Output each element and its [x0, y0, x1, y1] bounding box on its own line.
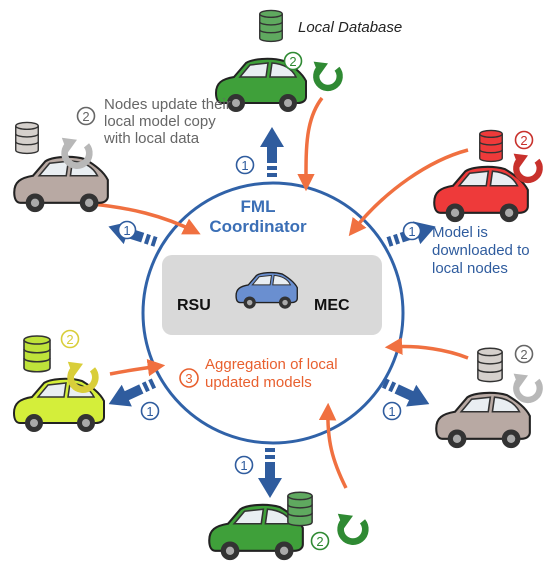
upload-arrow-top — [297, 96, 324, 192]
svg-text:2: 2 — [289, 54, 296, 69]
step-1-top-marker: 1 — [235, 155, 255, 175]
step-2-upper-left-marker: 2 — [76, 106, 96, 126]
step-2-upper-right-marker: 2 — [514, 130, 534, 150]
local-database-label: Local Database — [298, 19, 403, 36]
svg-text:1: 1 — [240, 458, 247, 473]
svg-text:2: 2 — [82, 109, 89, 124]
svg-text:1: 1 — [408, 224, 415, 239]
coordinator-title: FML Coordinator — [209, 197, 307, 236]
step-2-bottom-marker: 2 — [310, 531, 330, 551]
database-bottom-icon — [287, 491, 313, 527]
database-lower-right-icon — [477, 347, 503, 383]
rsu-label: RSU — [177, 297, 211, 314]
upload-arrow-upper-right — [348, 148, 469, 237]
database-upper-left-icon — [14, 121, 40, 155]
step-1-upper-right-marker: 1 — [402, 221, 422, 241]
svg-text:2: 2 — [520, 133, 527, 148]
upload-arrow-bottom — [318, 402, 348, 489]
svg-text:3: 3 — [185, 371, 192, 386]
aggregation-label: Aggregation of local updated models — [205, 356, 338, 391]
cycle-upper-right-icon — [514, 154, 540, 180]
step-2-top-marker: 2 — [283, 51, 303, 71]
download-arrow-top — [260, 127, 284, 177]
step-1-bottom-marker: 1 — [234, 455, 254, 475]
cycle-lower-right-icon — [514, 374, 540, 400]
step-2-lower-right-marker: 2 — [514, 344, 534, 364]
svg-text:1: 1 — [388, 404, 395, 419]
vehicle-upper-right-icon — [433, 165, 529, 224]
step-2-lower-left-marker: 2 — [60, 329, 80, 349]
database-lower-left-icon — [23, 335, 51, 373]
cycle-bottom-icon — [338, 514, 366, 542]
step-1-lower-left-marker: 1 — [140, 401, 160, 421]
upload-arrow-lower-left — [109, 358, 166, 377]
database-top-icon — [258, 9, 284, 43]
mec-label: MEC — [314, 297, 350, 314]
upload-arrow-upper-left — [91, 202, 201, 235]
svg-text:1: 1 — [123, 223, 130, 238]
download-arrow-bottom — [258, 448, 282, 498]
step-1-upper-left-marker: 1 — [117, 220, 137, 240]
upload-arrow-lower-right — [384, 337, 469, 360]
step-1-lower-right-marker: 1 — [382, 401, 402, 421]
vehicle-upper-left-icon — [13, 155, 109, 214]
svg-text:2: 2 — [520, 347, 527, 362]
model-downloaded-label: Model is downloaded to local nodes — [432, 224, 530, 277]
step-3-marker: 3 — [179, 368, 199, 388]
vehicle-lower-right-icon — [435, 391, 531, 450]
database-upper-right-icon — [478, 129, 504, 163]
nodes-update-label: Nodes update their local model copy with… — [104, 96, 231, 147]
svg-text:2: 2 — [66, 332, 73, 347]
cycle-top-icon — [314, 62, 340, 88]
svg-text:2: 2 — [316, 534, 323, 549]
svg-text:1: 1 — [146, 404, 153, 419]
svg-text:1: 1 — [241, 158, 248, 173]
